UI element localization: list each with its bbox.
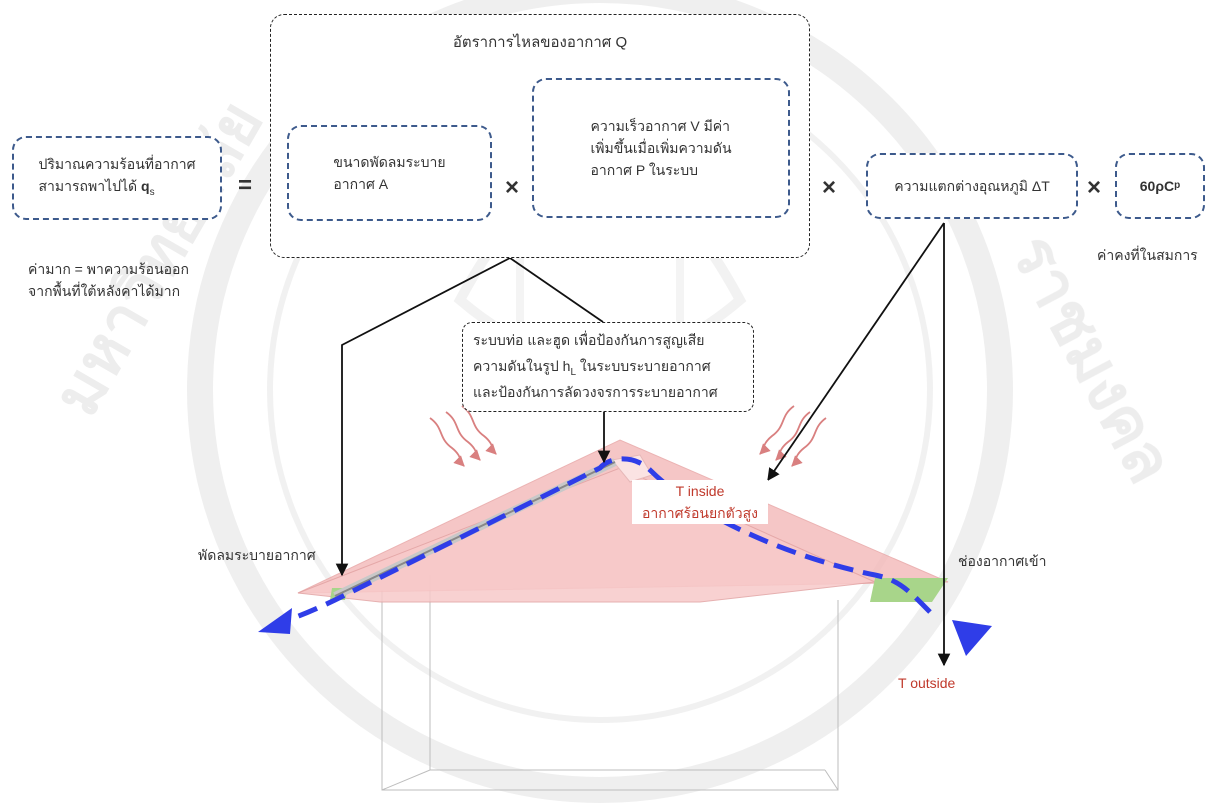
roof (297, 439, 949, 603)
velocity-box: ความเร็วอากาศ V มีค่า เพิ่มขึ้นเมื่อเพิ่… (532, 78, 790, 218)
constant-note: ค่าคงที่ในสมการ (1097, 247, 1198, 263)
annotation-arrows (335, 222, 951, 667)
outside-temp-label: T outside (898, 675, 956, 691)
inside-temp-label: T inside อากาศร้อนยกตัวสูง (632, 480, 768, 524)
airflow-arrow-in (952, 620, 992, 656)
heat-box-line1: ปริมาณความร้อนที่อากาศ (38, 155, 196, 172)
equals-sign: = (238, 172, 253, 199)
heat-note: ค่ามาก = พาความร้อนออก จากพื้นที่ใต้หลัง… (28, 261, 189, 299)
duct-hood-note-box: ระบบท่อ และฮูด เพื่อป้องกันการสูญเสีย คว… (462, 322, 754, 412)
heat-quantity-box: ปริมาณความร้อนที่อากาศ สามารถพาไปได้ qs (12, 136, 222, 220)
times-sign-2: × (822, 174, 837, 201)
heat-waves-icon (429, 405, 827, 467)
flow-rate-title: อัตราการไหลของอากาศ Q (452, 34, 628, 51)
temp-difference-box: ความแตกต่างอุณหภูมิ ΔT (866, 153, 1078, 219)
exhaust-fan-label: พัดลมระบายอากาศ (198, 547, 316, 563)
airflow-arrow-out (258, 608, 292, 634)
fan-size-box: ขนาดพัดลมระบาย อากาศ A (287, 125, 492, 221)
heat-box-line2: สามารถพาไปได้ qs (38, 177, 155, 198)
building-box (381, 575, 839, 791)
times-sign-1: × (505, 174, 520, 201)
air-inlet-label: ช่องอากาศเข้า (958, 553, 1047, 569)
times-sign-3: × (1087, 174, 1102, 201)
